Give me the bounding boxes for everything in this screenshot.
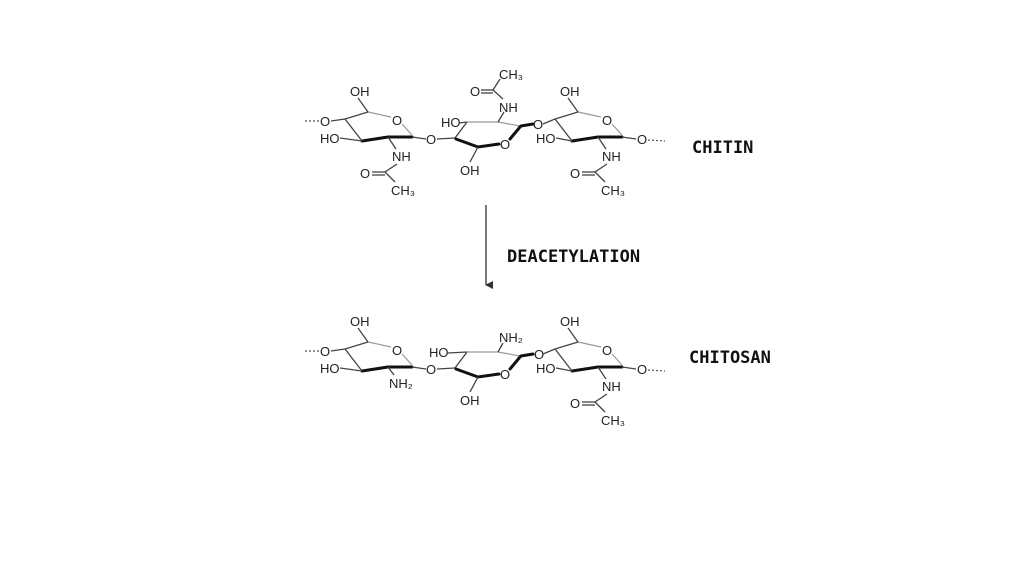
ring-oxygen: O <box>500 367 510 382</box>
amide-nh-label: NH <box>602 379 621 394</box>
hydroxyl-label: HO <box>429 345 449 360</box>
carbonyl-oxygen: O <box>360 166 370 181</box>
hydroxyl-label: HO <box>536 131 556 146</box>
methyl-label: CH₃ <box>601 183 625 198</box>
glycosidic-oxygen: O <box>534 347 544 362</box>
amide-nh-label: NH <box>392 149 411 164</box>
amine-label: NH₂ <box>499 330 523 345</box>
chitosan-structure: O O OH HO NH₂ O O HO <box>305 314 666 428</box>
hydroxyl-label: HO <box>536 361 556 376</box>
amine-label: NH₂ <box>389 376 413 391</box>
ring-oxygen: O <box>392 113 402 128</box>
methyl-label: CH₃ <box>601 413 625 428</box>
ring-oxygen: O <box>500 137 510 152</box>
glycosidic-oxygen: O <box>320 344 330 359</box>
chitin-ring-3: O OH HO NH O CH₃ O <box>536 84 666 198</box>
chitosan-ring-3: O OH HO NH O CH₃ O <box>536 314 666 428</box>
reaction-label: DEACETYLATION <box>507 247 640 267</box>
hydroxyl-label: OH <box>460 393 480 408</box>
hydroxyl-label: OH <box>350 314 370 329</box>
chitosan-label: CHITOSAN <box>689 348 771 368</box>
chitosan-ring-1: O OH HO NH₂ <box>320 314 427 391</box>
hydroxyl-label: HO <box>320 131 340 146</box>
hydroxyl-label: HO <box>320 361 340 376</box>
chain-continuation <box>647 139 666 142</box>
chitin-structure: O O OH HO NH O CH₃ O <box>305 67 666 198</box>
hydroxyl-label: HO <box>441 115 461 130</box>
amide-nh-label: NH <box>499 100 518 115</box>
carbonyl-oxygen: O <box>470 84 480 99</box>
ring-oxygen: O <box>602 113 612 128</box>
carbonyl-oxygen: O <box>570 396 580 411</box>
methyl-label: CH₃ <box>391 183 415 198</box>
carbonyl-oxygen: O <box>570 166 580 181</box>
glycosidic-oxygen: O <box>320 114 330 129</box>
amide-nh-label: NH <box>602 149 621 164</box>
glycosidic-oxygen: O <box>637 132 647 147</box>
methyl-label: CH₃ <box>499 67 523 82</box>
glycosidic-oxygen: O <box>426 132 436 147</box>
hydroxyl-label: OH <box>560 314 580 329</box>
ring-oxygen: O <box>392 343 402 358</box>
chitosan-ring-2: O HO NH₂ OH <box>429 330 535 408</box>
glycosidic-oxygen: O <box>533 117 543 132</box>
hydroxyl-label: OH <box>560 84 580 99</box>
chitin-ring-2: O HO NH O CH₃ OH <box>436 67 535 178</box>
chain-continuation <box>647 369 666 372</box>
glycosidic-oxygen: O <box>637 362 647 377</box>
ring-oxygen: O <box>602 343 612 358</box>
hydroxyl-label: OH <box>460 163 480 178</box>
hydroxyl-label: OH <box>350 84 370 99</box>
chitin-label: CHITIN <box>692 138 753 158</box>
glycosidic-oxygen: O <box>426 362 436 377</box>
chitin-ring-1: O OH HO NH O CH₃ <box>320 84 427 198</box>
